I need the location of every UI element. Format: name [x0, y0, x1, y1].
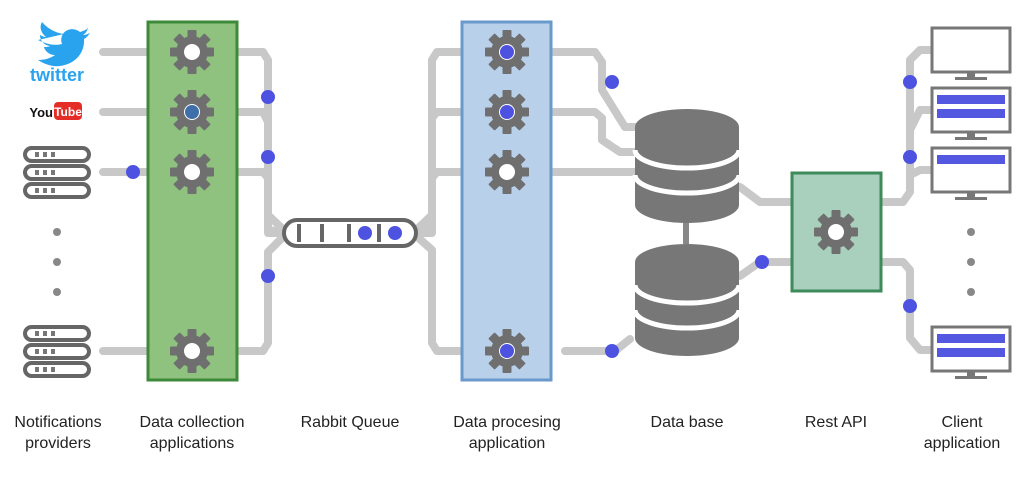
label-client-application: Client application [906, 412, 1018, 454]
label-line: application [923, 435, 1001, 452]
message-bar [937, 95, 1005, 104]
message-bar [937, 109, 1005, 118]
message-dots [126, 45, 917, 358]
twitter-logo: twitter [30, 22, 90, 85]
connector-api-to-client-3 [906, 166, 936, 179]
youtube-logo: You Tube [29, 102, 82, 120]
server-icon [23, 325, 91, 378]
gear-icon [485, 150, 529, 194]
label-data-processing: Data procesing application [436, 412, 578, 454]
gear-icon [170, 30, 214, 74]
data-collection-panel [146, 20, 239, 382]
rabbit-queue-icon [282, 218, 418, 248]
message-bar [937, 348, 1005, 357]
label-line: Client [941, 414, 983, 431]
database-link [683, 222, 689, 244]
label-line: Notifications [14, 414, 102, 431]
database-bands-top [632, 149, 742, 196]
gear-icon [814, 210, 858, 254]
server-icon [23, 146, 91, 199]
label-line: Data procesing [453, 414, 561, 431]
gear-icon [170, 329, 214, 373]
message-dot [185, 105, 199, 119]
message-bar [937, 155, 1005, 164]
label-line: applications [149, 435, 235, 452]
label-rabbit-queue: Rabbit Queue [280, 412, 420, 433]
label-rest-api: Rest API [786, 412, 886, 433]
connector-api-to-client-1 [876, 46, 936, 206]
ellipsis-vertical-icon [967, 228, 975, 296]
message-bar [937, 334, 1005, 343]
database-bands-bottom [632, 284, 742, 331]
label-line: application [468, 435, 546, 452]
connector-database-lower [561, 335, 634, 355]
label-line: Rest API [804, 414, 868, 431]
svg-text:You: You [29, 105, 53, 120]
svg-text:Tube: Tube [54, 105, 82, 119]
gear-icon [170, 150, 214, 194]
label-database: Data base [627, 412, 747, 433]
connector-api-to-client-2 [906, 106, 936, 134]
label-notifications-providers: Notifications providers [0, 412, 116, 454]
twitter-wordmark: twitter [30, 65, 84, 85]
label-line: Rabbit Queue [300, 414, 400, 431]
ellipsis-vertical-icon [53, 228, 61, 296]
connector-db-to-api-1 [736, 183, 799, 206]
label-data-collection: Data collection applications [122, 412, 262, 454]
label-line: Data base [650, 414, 724, 431]
label-line: providers [25, 435, 91, 452]
label-line: Data collection [139, 414, 245, 431]
monitor-icon [930, 26, 1012, 82]
connector-processing-4 [409, 229, 484, 355]
data-processing-panel [460, 20, 553, 382]
